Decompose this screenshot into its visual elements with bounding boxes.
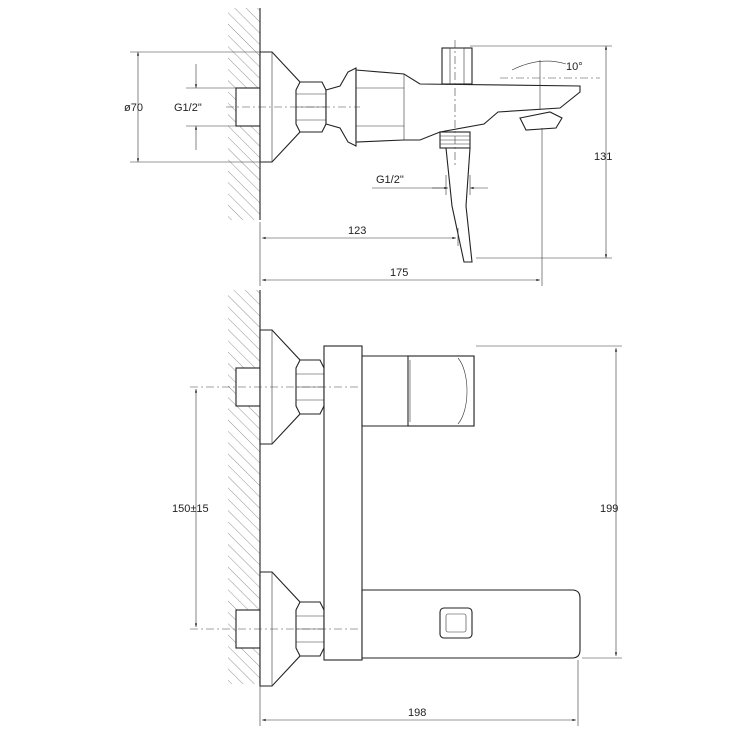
- front-height-label: 199: [600, 503, 618, 515]
- total-depth-label: 175: [390, 267, 408, 279]
- angle-label: 10°: [566, 61, 583, 73]
- lever-handle: [445, 147, 473, 263]
- diameter-label: ø70: [124, 102, 143, 114]
- angle-arc: [511, 60, 567, 71]
- front-length-label: 198: [408, 707, 426, 719]
- outlet-thread-label: G1/2": [376, 174, 404, 186]
- lever-front: [407, 355, 475, 427]
- height-label: 131: [594, 151, 612, 163]
- centers-label: 150±15: [172, 503, 209, 515]
- front-view: 150±15 199 198: [172, 290, 622, 726]
- outlet-depth-label: 123: [348, 225, 366, 237]
- diverter-button-front: [439, 607, 473, 639]
- diverter-knob: [441, 47, 473, 85]
- top-view: ø70 G1/2" 10° 131 G1/2" 123 175: [124, 8, 612, 286]
- mixer-body-front: [323, 345, 363, 661]
- inlet-thread-label: G1/2": [174, 102, 202, 114]
- spout-tip: [519, 111, 563, 131]
